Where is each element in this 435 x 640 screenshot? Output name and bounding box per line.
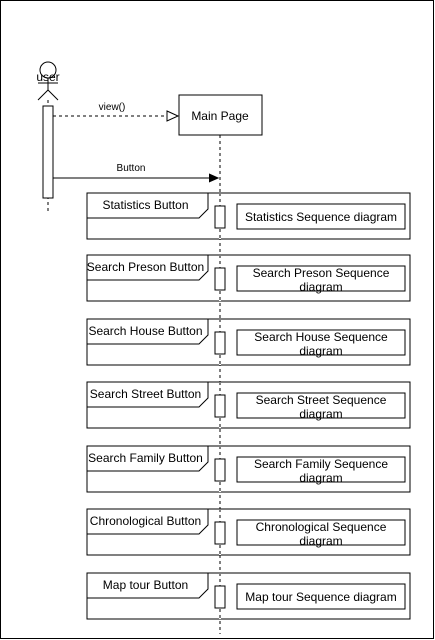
activation-bar (214, 205, 226, 229)
ref-diagram-box[interactable] (236, 329, 406, 356)
ref-diagram-box[interactable] (236, 456, 406, 483)
fragment-button-label: Statistics Button (102, 198, 188, 212)
fragment-button-label: Search Family Button (88, 451, 203, 465)
fragment-3[interactable]: Search Street Button Search Street Sequen… (86, 381, 411, 429)
ref-diagram-label-line: Chronological Sequence (256, 520, 387, 534)
ref-diagram-box[interactable] (236, 203, 406, 230)
ref-diagram-label-line: Search Street Sequence (256, 393, 387, 407)
fragment-label-tab (86, 445, 209, 472)
fragment-label-tab (86, 254, 209, 281)
ref-diagram-box[interactable] (236, 392, 406, 419)
activation-bar (214, 267, 226, 291)
activation-bar (214, 331, 226, 355)
main-page-lifeline-head[interactable]: Main Page (178, 94, 263, 136)
fragment-label-tab (86, 572, 209, 599)
main-page-label: Main Page (191, 109, 249, 123)
message-view-label: view() (99, 102, 126, 113)
fragment-label-tab (86, 318, 209, 345)
ref-diagram-label-line: diagram (299, 534, 342, 548)
fragment-button-label: Map tour Button (103, 578, 188, 592)
ref-diagram-box[interactable] (236, 583, 406, 610)
ref-diagram-label-line: diagram (299, 344, 342, 358)
activation-bar (214, 521, 226, 545)
activation-bar (214, 458, 226, 482)
fragment-button-label: Search Preson Button (87, 260, 204, 274)
activation-bar (214, 585, 226, 609)
message-button-label: Button (117, 163, 146, 174)
ref-diagram-box[interactable] (236, 265, 406, 292)
ref-diagram-label-line: Search House Sequence (254, 330, 388, 344)
ref-diagram-label-line: diagram (299, 471, 342, 485)
fragment-2[interactable]: Search House Button Search House Sequence… (86, 318, 411, 366)
ref-diagram-box[interactable] (236, 519, 406, 546)
ref-diagram-label-line: Search Family Sequence (254, 457, 388, 471)
fragment-4[interactable]: Search Family Button Search Family Sequen… (86, 445, 411, 493)
ref-diagram-label: Map tour Sequence diagram (245, 590, 396, 604)
fragment-label-tab (86, 381, 209, 408)
ref-diagram-label-line: Search Preson Sequence (253, 266, 390, 280)
fragment-1[interactable]: Search Preson Button Search Preson Sequen… (86, 254, 411, 302)
fragment-button-label: Search House Button (88, 324, 202, 338)
actor-activation-bar (42, 105, 54, 199)
fragment-5[interactable]: Chronological Button Chronological Sequen… (86, 508, 411, 556)
actor-label: user (36, 70, 59, 84)
ref-diagram-label-line: diagram (299, 407, 342, 421)
fragment-label-tab (86, 508, 209, 535)
activation-bar (214, 394, 226, 418)
fragment-button-label: Chronological Button (90, 514, 201, 528)
ref-diagram-label: Statistics Sequence diagram (245, 210, 397, 224)
fragment-button-label: Search Street Button (90, 387, 201, 401)
actor-user[interactable]: user (36, 61, 60, 101)
ref-diagram-label-line: diagram (299, 280, 342, 294)
fragment-label-tab (86, 192, 209, 219)
